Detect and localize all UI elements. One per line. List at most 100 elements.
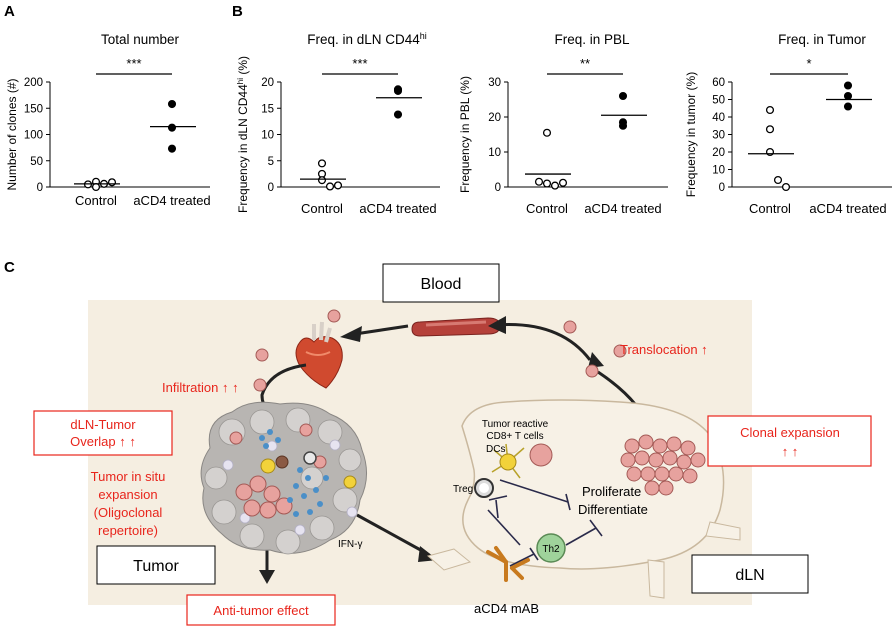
data-point-control <box>550 181 560 190</box>
clonal-expansion-line1: Clonal expansion <box>740 425 840 440</box>
data-point-control <box>91 182 101 192</box>
data-point-acd4 <box>393 86 403 95</box>
panel-letter-b: B <box>232 3 243 20</box>
y-axis-label: Frequency in PBL (%) <box>458 76 472 193</box>
proliferate-label: Proliferate <box>582 484 641 499</box>
clonal-expansion-line2: ↑ ↑ <box>782 444 799 459</box>
circulating-t-cells <box>253 309 627 392</box>
x-category-label-control: Control <box>301 201 343 216</box>
data-point-acd4 <box>167 144 177 153</box>
data-point-control <box>317 159 327 168</box>
x-category-label-control: Control <box>75 193 117 208</box>
treg-icon <box>474 478 494 498</box>
diagram-c: Blood <box>33 263 872 626</box>
y-axis-label: Frequency in tumor (%) <box>684 72 698 197</box>
y-tick-label: 100 <box>24 130 43 142</box>
data-point-control <box>765 105 775 115</box>
data-point-acd4 <box>843 81 853 90</box>
data-point-control <box>542 179 552 188</box>
tumor-label: Tumor <box>133 558 179 575</box>
insitu-line2: expansion <box>98 487 157 502</box>
x-category-label-acd4: aCD4 treated <box>584 201 661 216</box>
significance-label: * <box>806 56 811 71</box>
treg-label: Treg <box>453 484 473 495</box>
ifn-gamma-label: IFN-γ <box>338 539 362 550</box>
data-point-control <box>317 176 327 185</box>
tumor-mass <box>200 401 367 555</box>
panel-letter-a: A <box>4 3 15 20</box>
antitumor-label: Anti-tumor effect <box>213 603 309 618</box>
panel-letter-c: C <box>4 259 15 276</box>
insitu-line4: repertoire) <box>98 523 158 538</box>
x-category-label-control: Control <box>749 201 791 216</box>
y-tick-label: 10 <box>488 147 501 159</box>
chart-freq-dln: Freq. in dLN CD44hi 0 5 10 15 20 Frequency in … <box>236 31 440 216</box>
y-tick-label: 60 <box>712 77 725 89</box>
blood-label: Blood <box>421 276 462 293</box>
y-tick-label: 150 <box>24 103 43 115</box>
overlap-line2: Overlap ↑ ↑ <box>70 434 136 449</box>
y-tick-label: 10 <box>261 130 274 142</box>
data-point-control <box>107 178 117 187</box>
th2-cell-icon: Th2 <box>536 533 566 563</box>
cd8-t-cell-icon <box>529 443 553 467</box>
y-tick-label: 0 <box>495 182 501 194</box>
overlap-box <box>33 410 173 456</box>
antitumor-box <box>186 594 336 626</box>
y-tick-label: 15 <box>261 103 274 115</box>
dln-box <box>691 554 809 594</box>
y-tick-label: 0 <box>268 182 274 194</box>
data-point-control <box>558 178 568 187</box>
chart-title: Total number <box>101 32 180 47</box>
y-tick-label: 30 <box>488 77 501 89</box>
tumor-reactive-line2: CD8+ T cells <box>486 431 543 442</box>
th2-label: Th2 <box>542 544 560 555</box>
data-point-acd4 <box>167 123 177 132</box>
chart-title: Freq. in Tumor <box>778 32 866 47</box>
tumor-box <box>96 545 216 585</box>
y-tick-label: 20 <box>712 147 725 159</box>
significance-label: *** <box>126 56 141 71</box>
data-point-acd4 <box>843 102 853 111</box>
y-axis-label: Frequency in dLN CD44hi (%) <box>236 56 251 213</box>
x-category-label-acd4: aCD4 treated <box>133 193 210 208</box>
infiltration-label: Infiltration ↑ ↑ <box>162 380 239 395</box>
data-point-control <box>534 177 544 186</box>
data-point-acd4 <box>167 100 177 109</box>
data-point-control <box>333 181 343 190</box>
significance-label: ** <box>580 56 590 71</box>
y-tick-label: 200 <box>24 77 43 89</box>
clonal-expansion-cluster <box>620 434 706 496</box>
y-tick-label: 20 <box>261 77 274 89</box>
y-tick-label: 10 <box>712 165 725 177</box>
x-category-label-acd4: aCD4 treated <box>359 201 436 216</box>
insitu-line3: (Oligoclonal <box>94 505 163 520</box>
x-category-label-acd4: aCD4 treated <box>809 201 886 216</box>
y-tick-label: 0 <box>37 182 43 194</box>
data-point-acd4 <box>618 91 628 101</box>
blood-box <box>382 263 500 303</box>
data-point-control <box>325 182 335 191</box>
data-point-control <box>781 182 791 192</box>
data-point-acd4 <box>393 110 403 119</box>
chart-title: Freq. in PBL <box>554 32 630 47</box>
insitu-line1: Tumor in situ <box>91 469 166 484</box>
dcs-label: DCs <box>486 444 505 455</box>
tumor-reactive-line1: Tumor reactive <box>482 419 549 430</box>
chart-title: Freq. in dLN CD44hi <box>307 31 427 47</box>
data-point-acd4 <box>618 121 628 130</box>
y-tick-label: 40 <box>712 112 725 124</box>
acd4-label: aCD4 mAB <box>474 601 539 616</box>
y-tick-label: 30 <box>712 130 725 142</box>
y-tick-label: 5 <box>268 156 274 168</box>
data-point-control <box>542 128 552 137</box>
data-point-acd4 <box>843 91 853 101</box>
dln-label: dLN <box>735 567 764 584</box>
translocation-label: Translocation ↑ <box>620 342 708 357</box>
y-tick-label: 0 <box>719 182 725 194</box>
y-tick-label: 50 <box>712 95 725 107</box>
y-tick-label: 50 <box>30 156 43 168</box>
overlap-line1: dLN-Tumor <box>70 417 136 432</box>
x-category-label-control: Control <box>526 201 568 216</box>
